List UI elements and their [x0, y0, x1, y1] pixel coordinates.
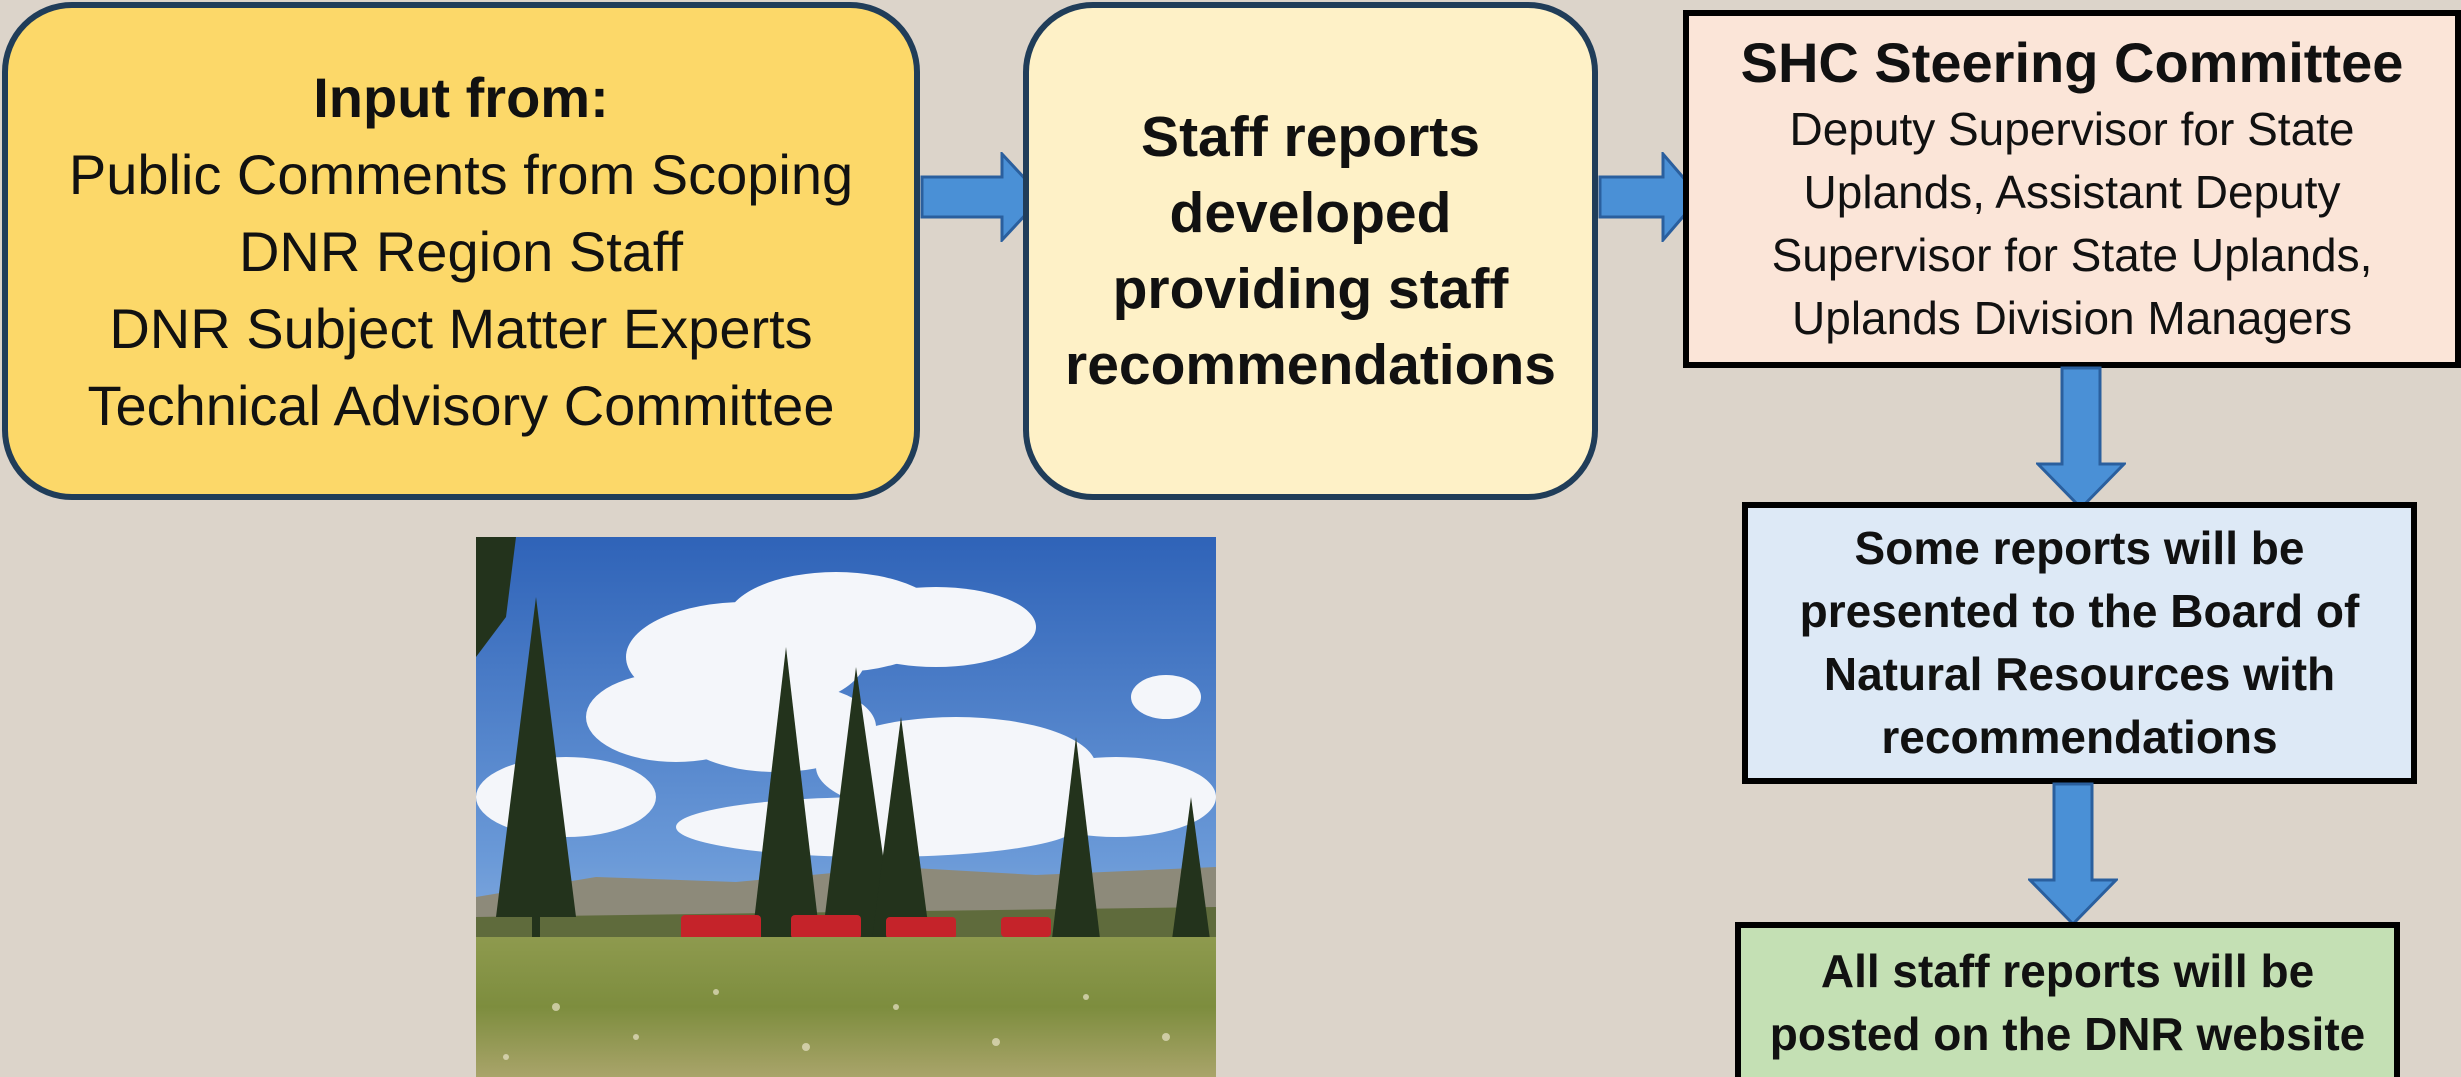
committee-line: Uplands, Assistant Deputy: [1803, 166, 2341, 218]
input-line: Public Comments from Scoping: [68, 142, 854, 206]
board-line: Natural Resources with: [1823, 648, 2336, 700]
forest-photo: [476, 537, 1216, 1077]
website-line: posted on the DNR website: [1769, 1007, 2366, 1060]
down-arrow-2: [2028, 782, 2118, 927]
staff-line: Staff reports: [1141, 105, 1480, 169]
input-line: DNR Subject Matter Experts: [109, 296, 813, 360]
committee-line: Supervisor for State Uplands,: [1771, 229, 2373, 281]
staff-line: developed: [1169, 181, 1452, 245]
right-arrow-2: [1598, 152, 1702, 242]
input-line: Technical Advisory Committee: [87, 373, 835, 437]
steering-committee-heading: SHC Steering Committee: [1740, 31, 2404, 94]
board-line: presented to the Board of: [1799, 585, 2360, 637]
right-arrow-1: [920, 152, 1045, 242]
website-line: All staff reports will be: [1820, 944, 2315, 997]
input-box: Input from: Public Comments from Scoping…: [2, 2, 920, 500]
board-line: recommendations: [1881, 711, 2278, 763]
input-line: DNR Region Staff: [238, 219, 684, 283]
committee-line: Deputy Supervisor for State: [1789, 103, 2355, 155]
website-box: All staff reports will be posted on the …: [1735, 922, 2400, 1077]
staff-reports-box: Staff reports developed providing staff …: [1023, 2, 1598, 500]
staff-line: providing staff: [1112, 257, 1509, 321]
down-arrow-1: [2036, 366, 2126, 511]
board-reports-box: Some reports will be presented to the Bo…: [1742, 502, 2417, 784]
steering-committee-box: SHC Steering Committee Deputy Supervisor…: [1683, 10, 2461, 368]
input-heading: Input from:: [313, 65, 609, 129]
staff-line: recommendations: [1065, 333, 1556, 397]
committee-line: Uplands Division Managers: [1792, 292, 2352, 344]
board-line: Some reports will be: [1854, 522, 2305, 574]
